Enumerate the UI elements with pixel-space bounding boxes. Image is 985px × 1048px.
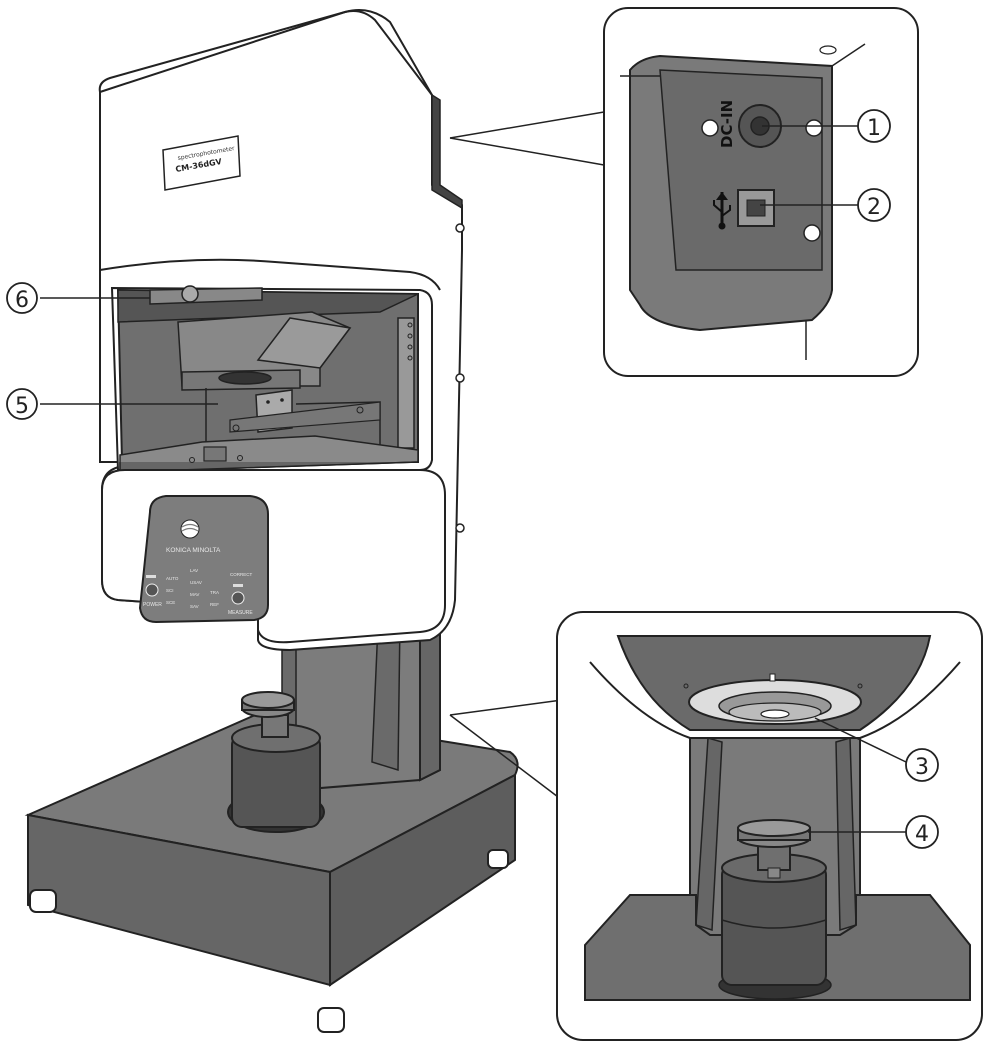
- holder-knob: [181, 285, 199, 303]
- side-screw: [455, 223, 465, 233]
- measure-led: [233, 584, 243, 587]
- measure-button[interactable]: [231, 591, 245, 605]
- mode-sce: SCE: [166, 600, 175, 605]
- usb-icon: [713, 192, 731, 230]
- mode-lav: LAV: [190, 568, 198, 573]
- measure-label: MEASURE: [228, 610, 253, 616]
- sample-weight: [231, 691, 321, 828]
- foot-front-left: [29, 889, 57, 913]
- panel-screw: [701, 119, 719, 137]
- model-label-plate: [162, 135, 241, 191]
- callout-4-number: 4: [915, 822, 929, 847]
- foot-front-right: [317, 1007, 345, 1033]
- side-screw: [455, 373, 465, 383]
- inset-ports: DC-IN 1 2: [449, 7, 919, 377]
- brand-text: KONICA MINOLTA: [166, 547, 221, 554]
- callout-2-number: 2: [867, 195, 881, 220]
- panel-screw: [803, 224, 821, 242]
- panel-screw: [805, 119, 823, 137]
- foot-back-right: [487, 849, 509, 869]
- inset-aperture: 3 4: [449, 611, 983, 1041]
- power-button[interactable]: [145, 583, 159, 597]
- device-body: spectrophotometer CM-36dGV: [98, 9, 465, 652]
- side-screw: [455, 523, 465, 533]
- power-label: POWER: [143, 602, 162, 608]
- callout-3-number: 3: [915, 755, 929, 780]
- control-panel: [138, 495, 269, 624]
- dc-in-label: DC-IN: [718, 100, 736, 148]
- mode-auto: AUTO: [166, 576, 179, 581]
- callout-6: 6: [6, 282, 150, 314]
- callout-5-number: 5: [15, 394, 29, 419]
- mode-ref: REF: [210, 602, 219, 607]
- callout-6-number: 6: [15, 288, 29, 313]
- callout-1-number: 1: [867, 116, 881, 141]
- mode-sav: SAV: [190, 604, 199, 609]
- mode-sci: SCI: [166, 588, 174, 593]
- correct-label: CORRECT: [230, 572, 253, 577]
- power-led: [146, 575, 156, 578]
- mode-mav: MAV: [190, 592, 199, 597]
- top-holder-bar: [149, 287, 263, 305]
- callout-5: 5: [6, 388, 218, 420]
- measuring-aperture: [760, 709, 790, 719]
- mode-tra: TRA: [210, 590, 219, 595]
- mode-usav: USAV: [190, 580, 202, 585]
